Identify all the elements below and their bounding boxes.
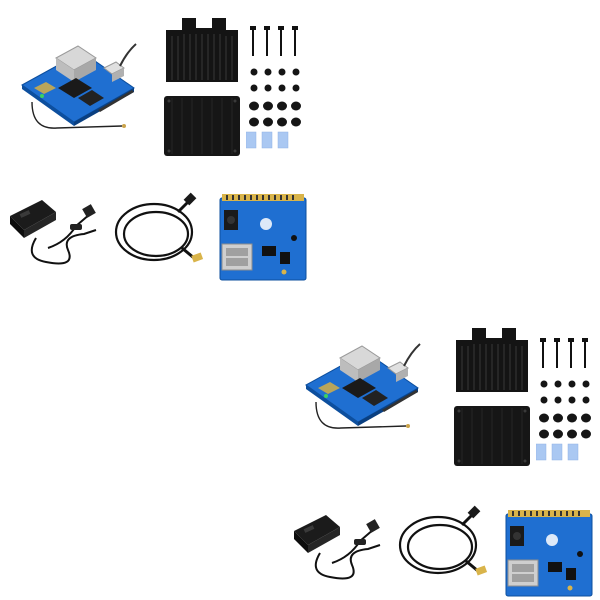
usb-cable-icon [392,505,492,585]
power-adapter-icon [290,505,390,585]
orange-pi-board-icon [296,330,426,440]
expansion-board-icon [504,508,594,598]
heatsink-case-icon [452,326,532,468]
screw-set-icon [536,334,596,464]
